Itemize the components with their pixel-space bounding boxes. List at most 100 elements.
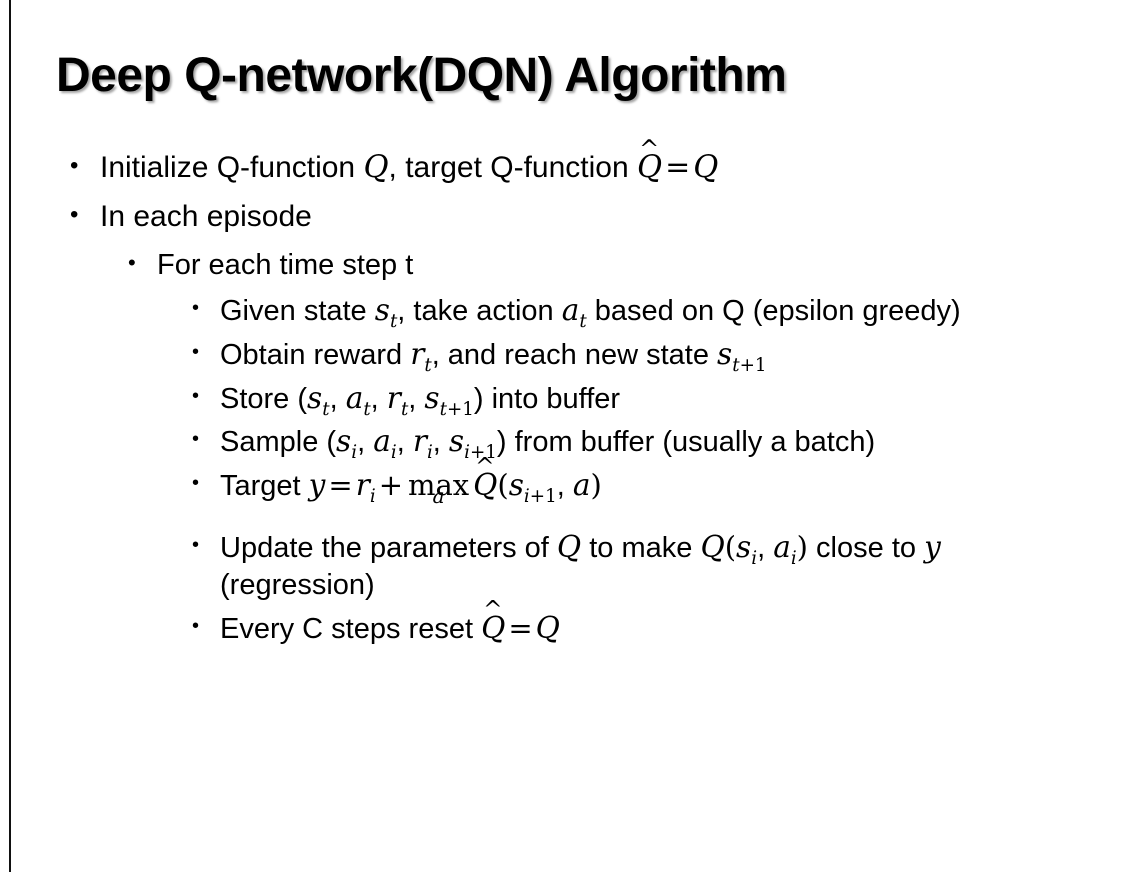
- bullet-initialize: • Initialize Q-function Q, target Q-func…: [56, 137, 1096, 188]
- text-initialize-pre: Initialize Q-function: [100, 151, 364, 184]
- math-reset-q-hat: ^Q: [481, 598, 505, 649]
- math-sample-s-next-subscript-num: +1: [469, 442, 497, 464]
- text-target-comma: ,: [556, 469, 573, 502]
- text-reset-pre: Every C steps reset: [220, 613, 482, 646]
- text-update-pre: Update the parameters of: [220, 531, 557, 564]
- math-update-a: a: [773, 529, 791, 564]
- text-sample-pre: Sample (: [220, 426, 337, 459]
- text-target-pre: Target: [220, 469, 309, 502]
- math-update-paren-close: ): [796, 529, 808, 564]
- math-sample-r-subscript: i: [426, 442, 433, 464]
- math-q-hat: ^Q: [637, 137, 662, 188]
- bullet-marker-icon: •: [192, 615, 200, 638]
- text-sample-comma-2: ,: [396, 426, 413, 459]
- math-sample-s-next: s: [448, 424, 465, 459]
- bullet-given-state: • Given state st, take action at based o…: [56, 291, 1096, 331]
- text-update-post: close to: [808, 531, 925, 564]
- hat-accent-icon: ^: [483, 596, 503, 624]
- text-store-comma-2: ,: [370, 382, 387, 415]
- bullet-in-each-episode-text: In each episode: [100, 200, 312, 234]
- math-update-s: s: [736, 529, 752, 564]
- math-next-state-subscript-num: +1: [739, 354, 767, 376]
- math-target-y: y: [308, 467, 326, 502]
- math-sample-a: a: [373, 424, 391, 459]
- bullet-marker-icon: •: [128, 249, 136, 275]
- text-update-comma: ,: [757, 531, 774, 564]
- bullet-in-each-episode: • In each episode: [56, 197, 1096, 237]
- math-reward-r: r: [410, 336, 425, 371]
- math-state-s-subscript: t: [389, 311, 398, 333]
- bullet-sample-batch: • Sample (si, ai, ri, si+1) from buffer …: [56, 422, 1096, 462]
- math-target-plus: +: [378, 467, 403, 502]
- math-reset-equals: =: [508, 611, 533, 646]
- bullet-given-state-text: Given state st, take action at based on …: [220, 291, 1096, 331]
- math-action-a: a: [561, 293, 580, 328]
- math-update-a-subscript: i: [790, 547, 797, 569]
- math-update-q: Q: [556, 529, 582, 564]
- bullet-marker-icon: •: [70, 152, 79, 179]
- text-obtain-reward-pre: Obtain reward: [220, 338, 411, 371]
- math-reset-q: Q: [535, 611, 560, 646]
- text-given-state-pre: Given state: [220, 295, 375, 328]
- bullet-marker-icon: •: [192, 340, 200, 363]
- math-next-state-subscript: t+1: [732, 355, 766, 376]
- bullet-marker-icon: •: [192, 471, 200, 494]
- text-update-mid: to make: [581, 531, 701, 564]
- bullet-marker-icon: •: [192, 533, 200, 556]
- text-given-state-post: based on Q (epsilon greedy): [586, 295, 961, 328]
- math-target-q-hat-base: Q: [473, 467, 498, 502]
- slide-left-rule: [9, 0, 11, 872]
- bullet-marker-icon: •: [192, 297, 200, 320]
- hat-accent-icon: ^: [475, 453, 495, 481]
- math-target-r: r: [355, 467, 370, 502]
- math-sample-s-subscript: i: [351, 442, 358, 464]
- bullet-for-each-time-step-text: For each time step t: [157, 248, 414, 281]
- math-target-s-subscript-num: +1: [529, 485, 557, 507]
- bullet-for-each-time-step: • For each time step t: [56, 246, 1096, 284]
- math-target-a: a: [572, 467, 591, 502]
- math-store-s-next-subscript-var: t: [439, 398, 447, 420]
- bullet-reset-target-network: • Every C steps reset ^Q=Q: [56, 598, 1096, 649]
- math-next-state-s: s: [717, 336, 733, 371]
- bullet-update-parameters-text: Update the parameters of Q to make Q(si,…: [220, 528, 1096, 605]
- bullet-update-parameters: • Update the parameters of Q to make Q(s…: [56, 528, 1096, 605]
- text-store-comma-1: ,: [329, 382, 346, 415]
- math-store-s: s: [307, 380, 323, 415]
- bullet-initialize-text: Initialize Q-function Q, target Q-functi…: [100, 137, 1096, 188]
- math-sample-s-next-subscript: i+1: [464, 442, 497, 463]
- math-store-r-subscript: t: [400, 398, 409, 420]
- math-sample-s: s: [336, 424, 352, 459]
- math-max-label: max: [408, 467, 470, 502]
- math-sample-a-subscript: i: [390, 442, 397, 464]
- bullet-marker-icon: •: [192, 428, 200, 451]
- math-state-s: s: [374, 293, 390, 328]
- bullet-store-transition-text: Store (st, at, rt, st+1) into buffer: [220, 379, 1096, 419]
- math-target-q-hat: ^Q: [473, 455, 498, 506]
- math-update-s-subscript: i: [751, 547, 758, 569]
- math-target-r-subscript: i: [369, 485, 376, 507]
- text-obtain-reward-mid: , and reach new state: [431, 338, 718, 371]
- math-store-s-subscript: t: [322, 398, 330, 420]
- text-store-pre: Store (: [220, 382, 308, 415]
- math-update-q-call: Q: [700, 529, 725, 564]
- text-store-comma-3: ,: [408, 382, 425, 415]
- bullet-store-transition: • Store (st, at, rt, st+1) into buffer: [56, 379, 1096, 419]
- bullet-reset-target-network-text: Every C steps reset ^Q=Q: [220, 598, 1096, 649]
- math-store-a-subscript: t: [363, 398, 371, 420]
- math-sample-s-next-subscript-var: i: [464, 442, 470, 464]
- algorithm-bullet-list: • Initialize Q-function Q, target Q-func…: [56, 137, 1096, 653]
- bullet-marker-icon: •: [192, 384, 200, 407]
- text-initialize-mid: , target Q-function: [388, 151, 637, 184]
- math-update-y: y: [924, 529, 941, 564]
- math-target-paren-open: (: [497, 467, 509, 502]
- math-max-subscript: a: [432, 483, 445, 508]
- text-sample-comma-3: ,: [432, 426, 449, 459]
- math-store-s-next: s: [424, 380, 440, 415]
- text-update-tail: (regression): [220, 569, 375, 602]
- bullet-obtain-reward: • Obtain reward rt, and reach new state …: [56, 335, 1096, 375]
- math-target-s: s: [508, 467, 524, 502]
- math-action-a-subscript: t: [579, 311, 587, 333]
